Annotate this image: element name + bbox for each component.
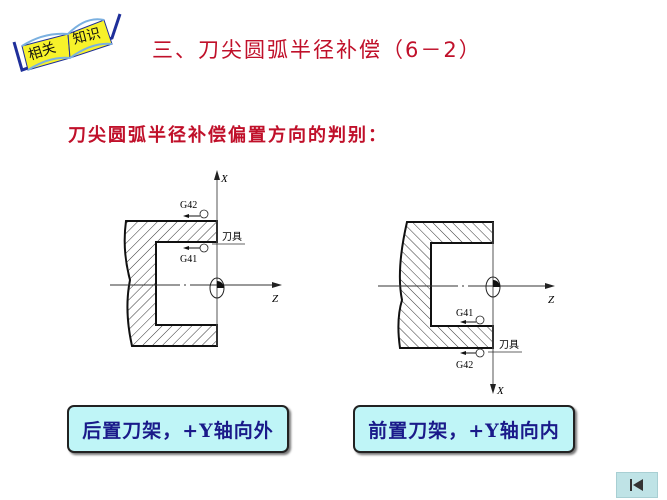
related-knowledge-logo: 相关 知识 bbox=[8, 6, 128, 76]
axis-z-label: Z bbox=[548, 294, 555, 306]
caption-front-tool-post: 前置刀架，+Y轴向内 bbox=[353, 405, 575, 453]
open-book-icon: 相关 知识 bbox=[12, 13, 122, 72]
tool-label: 刀具 bbox=[222, 231, 242, 243]
axis-z-label: Z bbox=[272, 293, 279, 305]
skip-to-first-icon bbox=[630, 479, 643, 491]
section-subtitle: 刀尖圆弧半径补偿偏置方向的判别： bbox=[68, 125, 388, 146]
g42-label: G42 bbox=[180, 200, 197, 211]
tool-label: 刀具 bbox=[499, 339, 519, 351]
caption-rear-tool-post: 后置刀架，+Y轴向外 bbox=[67, 405, 289, 453]
diagram-front-tool-post: X Z G41 刀具 G42 bbox=[370, 190, 570, 400]
g41-label: G41 bbox=[180, 254, 197, 265]
caption-text: 后置刀架，+Y轴向外 bbox=[82, 419, 274, 442]
g42-label: G42 bbox=[456, 360, 473, 371]
page-title: 三、刀尖圆弧半径补偿（6－2） bbox=[152, 38, 482, 62]
axis-x-label: X bbox=[220, 173, 229, 185]
caption-text: 前置刀架，+Y轴向内 bbox=[368, 419, 560, 442]
diagram-rear-tool-post: X Z G42 刀具 G41 bbox=[100, 160, 300, 360]
first-page-button[interactable] bbox=[616, 472, 658, 498]
g41-label: G41 bbox=[456, 308, 473, 319]
axis-x-label: X bbox=[496, 385, 505, 397]
